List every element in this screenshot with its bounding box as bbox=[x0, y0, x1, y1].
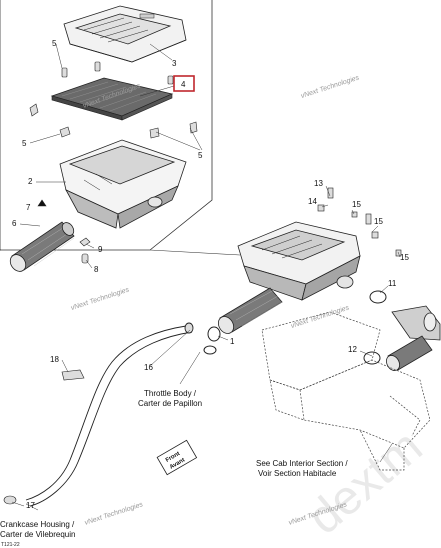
airbox-assembly-main bbox=[237, 221, 361, 301]
callout-13: 13 bbox=[314, 179, 323, 188]
clamps bbox=[203, 290, 387, 365]
crankcase-label: Crankcase Housing / bbox=[0, 520, 75, 529]
callout-11: 11 bbox=[388, 279, 397, 288]
hose-16 bbox=[25, 322, 194, 507]
callout-17: 17 bbox=[26, 501, 35, 510]
cab-section-label: See Cab Interior Section / bbox=[256, 459, 348, 468]
callout-7: 7 bbox=[26, 203, 31, 212]
clips-lower bbox=[29, 103, 198, 139]
fitting-17 bbox=[3, 495, 17, 505]
airbox-base-inset bbox=[59, 139, 187, 229]
callout-9: 9 bbox=[98, 245, 103, 254]
throttle-body-label-fr: Carter de Papillon bbox=[138, 399, 202, 408]
cab-section-label-fr: Voir Section Habitacle bbox=[258, 469, 337, 478]
clips-upper bbox=[61, 61, 174, 85]
callout-14: 14 bbox=[308, 197, 317, 206]
callout-15-b: 15 bbox=[374, 217, 383, 226]
throttle-body-label: Throttle Body / bbox=[144, 389, 197, 398]
watermark-5: vNext Technologies bbox=[84, 501, 144, 527]
watermark-4: vNext Technologies bbox=[290, 304, 350, 330]
callout-15-a: 15 bbox=[352, 200, 361, 209]
airbox-cover bbox=[63, 5, 187, 63]
inset-frame-right bbox=[0, 0, 213, 251]
callout-1: 1 bbox=[230, 337, 235, 346]
callout-6: 6 bbox=[12, 219, 17, 228]
callout-18: 18 bbox=[50, 355, 59, 364]
inset-leader bbox=[149, 249, 241, 256]
callout-16: 16 bbox=[144, 363, 153, 372]
intake-duct-inset bbox=[9, 221, 75, 272]
leader-lines bbox=[11, 43, 401, 511]
drawing-code: T121-22 bbox=[1, 542, 20, 548]
intake-duct-main bbox=[217, 287, 283, 334]
watermark-3: vNext Technologies bbox=[70, 286, 130, 312]
callout-2: 2 bbox=[28, 177, 33, 186]
cab-interior-section bbox=[261, 311, 431, 471]
crankcase-label-fr: Carter de Vilebrequin bbox=[0, 530, 75, 539]
callout-4-highlight[interactable] bbox=[173, 75, 195, 92]
callout-5-top: 5 bbox=[52, 39, 57, 48]
duct-11 bbox=[386, 305, 441, 371]
inset-frame bbox=[0, 0, 1, 251]
callout-8: 8 bbox=[94, 265, 99, 274]
clip-18 bbox=[61, 369, 85, 381]
front-arrow: Front Avant bbox=[156, 439, 198, 476]
callout-5-right: 5 bbox=[198, 151, 203, 160]
air-filter bbox=[50, 77, 174, 121]
watermark-2: vNext Technologies bbox=[300, 74, 360, 100]
callout-12: 12 bbox=[348, 345, 357, 354]
callout-3: 3 bbox=[172, 59, 177, 68]
callout-4[interactable]: 4 bbox=[181, 80, 186, 89]
callout-15-c: 15 bbox=[400, 253, 409, 262]
callout-5-left: 5 bbox=[22, 139, 27, 148]
